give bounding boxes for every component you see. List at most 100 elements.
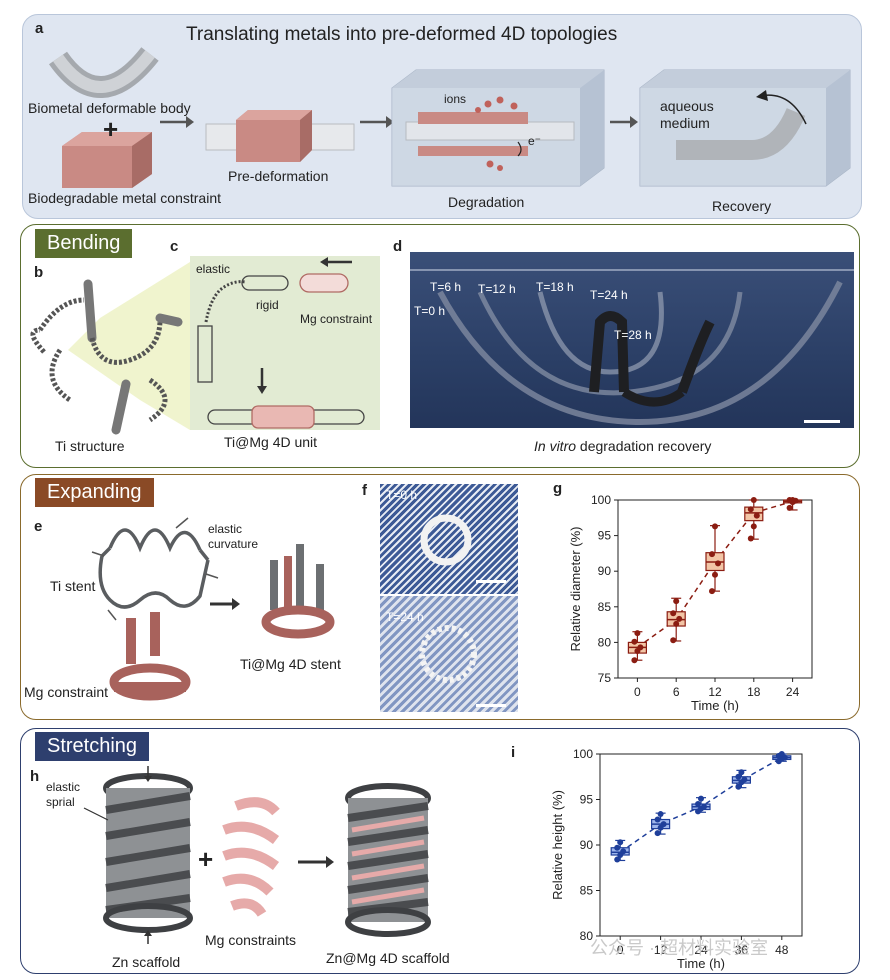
label-predeformation: Pre-deformation	[228, 168, 329, 184]
panel-letter-h: h	[30, 768, 40, 785]
data-point	[789, 497, 796, 503]
predeform-constraint	[236, 110, 312, 162]
stent-ring	[261, 605, 335, 639]
data-point	[631, 657, 638, 664]
rigid-segment-vertical	[197, 325, 213, 383]
label-t0: T=0 h	[386, 488, 418, 502]
label-electron: e⁻	[528, 134, 542, 148]
unit-constraint	[251, 405, 315, 429]
y-tick-label: 100	[573, 747, 593, 761]
data-point	[778, 751, 785, 757]
ti-stent-wire	[98, 528, 210, 609]
x-tick-label: 36	[735, 943, 749, 957]
y-tick-label: 85	[598, 600, 612, 614]
time-label-12h: T=12 h	[478, 282, 516, 296]
y-tick-label: 75	[598, 671, 612, 685]
ion-dot	[484, 100, 492, 108]
x-tick-label: 24	[786, 685, 800, 699]
data-point	[709, 588, 715, 595]
degrading-constraint-top	[418, 112, 528, 124]
data-point	[631, 638, 638, 645]
y-tick-label: 100	[591, 493, 611, 507]
data-point	[750, 497, 757, 503]
label-unit: Ti@Mg 4D unit	[224, 434, 318, 450]
data-point	[637, 644, 644, 651]
x-tick-label: 12	[708, 685, 722, 699]
data-point	[738, 769, 745, 776]
y-axis-label: Relative height (%)	[550, 790, 565, 900]
data-point	[620, 848, 627, 855]
time-label-0h: T=0 h	[414, 304, 446, 318]
x-tick-label: 6	[673, 685, 680, 699]
label-rigid: rigid	[256, 298, 279, 312]
data-point	[660, 821, 667, 828]
data-point	[673, 598, 680, 605]
data-point	[670, 637, 677, 644]
data-point	[654, 830, 661, 837]
mg-constraint-tube	[299, 273, 349, 293]
tag-bending: Bending	[35, 229, 133, 258]
data-point	[654, 816, 661, 823]
data-point	[741, 776, 748, 783]
y-tick-label: 80	[598, 635, 612, 649]
data-point	[735, 773, 742, 780]
data-point	[614, 844, 621, 851]
data-point	[670, 610, 677, 617]
scale-bar-d	[804, 420, 840, 423]
panel-a-title: Translating metals into pre-deformed 4D …	[186, 24, 618, 45]
panel-letter-c: c	[170, 238, 179, 255]
x-axis-label: Time (h)	[677, 956, 725, 971]
label-elastic-spiral: elastic sprial	[46, 780, 81, 809]
photo-t24: T=24 h	[380, 596, 518, 712]
label-stent: Ti@Mg 4D stent	[240, 656, 341, 672]
label-deformable-body: Biometal deformable body	[28, 100, 191, 116]
time-label-18h: T=18 h	[536, 280, 574, 294]
time-label-28h: T=28 h	[614, 328, 652, 342]
label-elastic-curvature: elastic curvature	[208, 522, 259, 551]
data-point	[747, 535, 754, 542]
data-point	[701, 803, 707, 810]
data-point	[676, 615, 683, 622]
label-mg-constraint-e: Mg constraint	[24, 684, 109, 700]
panel-letter-i: i	[511, 744, 516, 761]
data-point	[657, 811, 664, 818]
photo-t0: T=0 h	[380, 484, 518, 594]
label-t24: T=24 h	[386, 610, 424, 624]
data-point	[712, 523, 718, 530]
time-label-24h: T=24 h	[590, 288, 628, 302]
data-point	[747, 506, 754, 513]
label-aqueous-medium: aqueous medium	[660, 98, 714, 131]
tag-stretching: Stretching	[35, 732, 150, 761]
recovered-body	[676, 107, 806, 160]
data-point	[614, 856, 621, 863]
panel-a-illustration	[48, 47, 851, 188]
electron-arrow	[517, 141, 522, 157]
data-point	[786, 504, 793, 511]
y-tick-label: 90	[598, 564, 612, 578]
x-tick-label: 0	[617, 943, 624, 957]
degradation-photo: T=6 h T=12 h T=18 h T=24 h T=0 h T=28 h	[410, 252, 854, 428]
data-point	[673, 620, 680, 627]
data-point	[750, 523, 757, 530]
x-tick-label: 0	[634, 685, 641, 699]
panel-letter-e: e	[34, 518, 43, 535]
panel-letter-b: b	[34, 264, 44, 281]
label-elastic: elastic	[196, 262, 231, 276]
plus-sign-a: +	[103, 114, 119, 144]
data-point	[712, 571, 718, 578]
y-tick-label: 85	[580, 884, 594, 898]
watermark: 公众号 · 超材料实验室	[590, 938, 768, 958]
unit-design-box	[190, 256, 380, 430]
elastic-spring	[204, 280, 247, 323]
label-ti-structure: Ti structure	[55, 438, 125, 454]
y-tick-label: 90	[580, 838, 594, 852]
x-tick-label: 18	[747, 685, 761, 699]
data-point	[634, 630, 641, 637]
plus-sign-h: +	[198, 844, 214, 874]
panel-letter-f: f	[362, 482, 367, 499]
data-point	[695, 801, 701, 808]
label-zn-scaffold: Zn scaffold	[112, 954, 181, 970]
